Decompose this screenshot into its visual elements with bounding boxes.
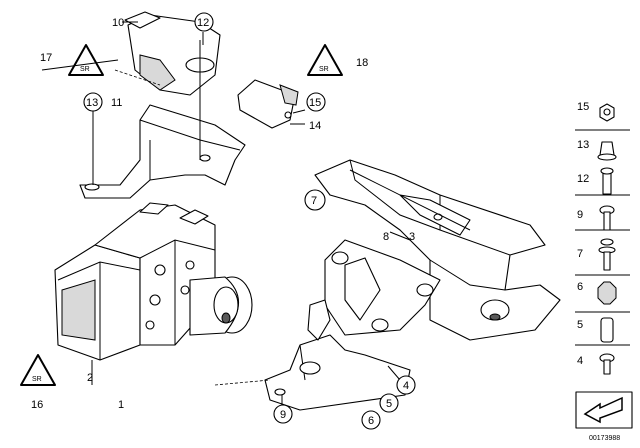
diagram-code: 00173988	[589, 435, 620, 442]
callout-10: 10	[112, 17, 124, 29]
callout-circle-12	[194, 12, 214, 32]
callout-16: 16	[31, 399, 43, 411]
warning-triangle-18: SR	[307, 44, 343, 76]
callout-circle-9	[273, 404, 293, 424]
direction-arrow-icon	[583, 396, 623, 424]
callout-9: 9	[280, 409, 286, 421]
callout-6: 6	[368, 415, 374, 427]
callout-circle-4	[396, 375, 416, 395]
washer-bolt-icon	[600, 238, 614, 246]
callout-7: 7	[311, 195, 317, 207]
svg-text:SR: SR	[32, 376, 42, 383]
hardware-legend: 15 13 12 9 7 6 5 4	[575, 101, 630, 375]
callout-circle-13	[83, 92, 103, 112]
callout-circle-6	[361, 410, 381, 430]
bushing-icon	[600, 317, 614, 343]
svg-text:SR: SR	[319, 66, 329, 73]
legend-label-13: 13	[577, 139, 589, 151]
warning-triangle-17: SR	[68, 44, 104, 76]
callout-13: 13	[86, 97, 98, 109]
mounting-bracket-large	[314, 159, 561, 341]
callout-5: 5	[386, 398, 392, 410]
legend-label-5: 5	[577, 319, 583, 331]
view-arrow-box	[575, 391, 633, 429]
callout-14: 14	[309, 120, 321, 132]
callout-circle-15	[306, 92, 326, 112]
callout-3: 3	[409, 231, 415, 243]
callout-11: 11	[111, 97, 122, 109]
callout-circle-7	[304, 189, 326, 211]
small-sensor	[237, 79, 299, 129]
damper-plate	[324, 239, 441, 336]
legend-label-9: 9	[577, 209, 583, 221]
warning-triangle-16: SR	[20, 354, 56, 386]
legend-label-6: 6	[577, 281, 583, 293]
legend-label-12: 12	[577, 173, 589, 185]
callout-1: 1	[118, 399, 124, 411]
sensor-bracket-assembly	[79, 11, 246, 199]
callout-circle-5	[379, 393, 399, 413]
legend-label-7: 7	[577, 248, 583, 260]
leader-lines	[41, 21, 411, 405]
flange-nut-icon	[599, 141, 615, 156]
holder-bracket	[214, 299, 411, 411]
callout-labels: 10 12 17 18 13 11 15 14 7 8 3 2 1 16 4 5…	[31, 12, 416, 430]
grommet-icon	[597, 281, 617, 305]
callout-17: 17	[40, 52, 52, 64]
callout-18: 18	[356, 57, 368, 69]
legend-label-4: 4	[577, 355, 583, 367]
abs-hydraulic-unit	[54, 202, 253, 361]
legend-label-15: 15	[577, 101, 589, 113]
callout-8: 8	[383, 231, 389, 243]
callout-4: 4	[403, 380, 409, 392]
callout-2: 2	[87, 372, 93, 384]
callout-15: 15	[309, 97, 321, 109]
svg-text:SR: SR	[80, 66, 90, 73]
callout-12: 12	[197, 17, 209, 29]
